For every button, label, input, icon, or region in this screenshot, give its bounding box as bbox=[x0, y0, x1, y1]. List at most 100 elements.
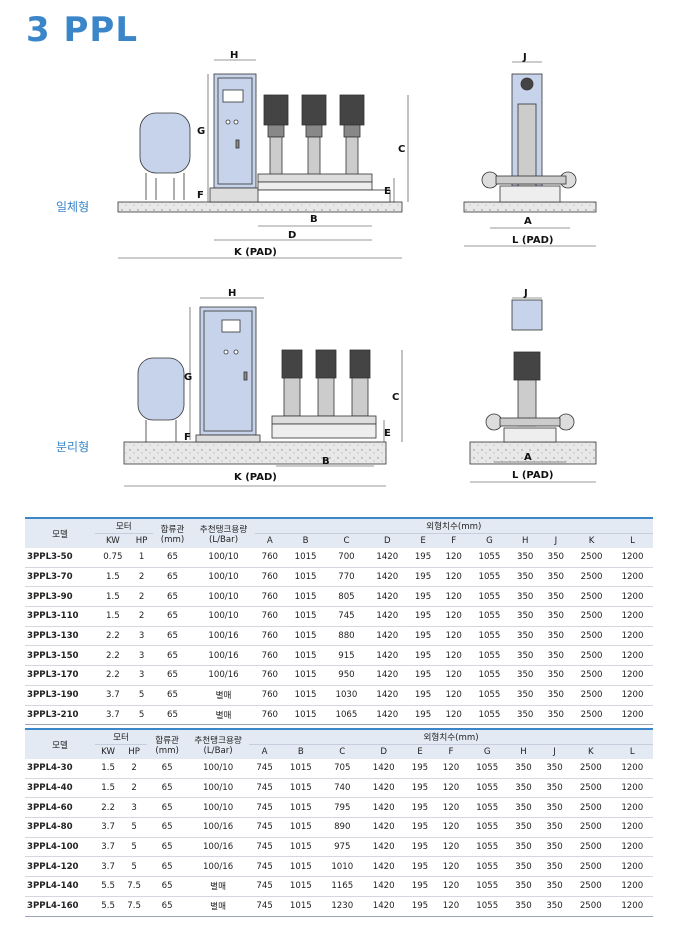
table-cell: 1 bbox=[130, 548, 153, 568]
table-cell: 1200 bbox=[611, 778, 653, 799]
dim-c-label: C bbox=[398, 144, 405, 155]
table-cell: 1200 bbox=[612, 685, 653, 706]
table-cell: 65 bbox=[147, 797, 188, 819]
table-cell: 195 bbox=[407, 548, 439, 568]
col-j: J bbox=[540, 533, 572, 548]
table-cell: 2500 bbox=[570, 759, 612, 779]
table-cell: 1015 bbox=[285, 626, 327, 647]
dim-j-label: J bbox=[522, 52, 527, 63]
table-cell: 1015 bbox=[280, 856, 322, 878]
table-cell: 2500 bbox=[571, 665, 613, 686]
table-cell: 1420 bbox=[362, 837, 405, 858]
col-pipe-2: 합류관(mm) bbox=[147, 729, 188, 759]
table-cell: 350 bbox=[507, 797, 540, 819]
table-cell: 350 bbox=[540, 548, 572, 568]
table-cell: 1055 bbox=[466, 797, 508, 819]
dim-l-label-2: L (PAD) bbox=[512, 470, 553, 481]
table-cell: 760 bbox=[254, 645, 286, 667]
table-cell: 3.7 bbox=[95, 705, 131, 726]
table-cell: 1420 bbox=[362, 817, 405, 838]
table-cell: 65 bbox=[147, 896, 188, 917]
table-cell: 1015 bbox=[280, 759, 322, 779]
table-cell: 3PPL4-80 bbox=[25, 817, 95, 838]
table-cell: 1420 bbox=[366, 606, 408, 627]
type-label-integrated: 일체형 bbox=[56, 200, 90, 214]
table-cell: 100/16 bbox=[187, 856, 250, 878]
table-cell: 1200 bbox=[612, 586, 653, 608]
dim-k-label: K (PAD) bbox=[234, 247, 277, 258]
col-d-2: D bbox=[362, 744, 405, 759]
table-cell: 350 bbox=[540, 685, 572, 706]
col-h-2: H bbox=[507, 744, 540, 759]
table-cell: 1.5 bbox=[95, 778, 122, 799]
table-cell: 2 bbox=[121, 778, 148, 799]
table-cell: 2 bbox=[130, 586, 153, 608]
table-cell: 350 bbox=[507, 759, 540, 779]
table-cell: 100/16 bbox=[192, 665, 255, 686]
table-cell: 975 bbox=[321, 837, 363, 858]
table-cell: 745 bbox=[249, 817, 281, 838]
table-cell: 350 bbox=[539, 876, 571, 897]
col-f: F bbox=[438, 533, 470, 548]
table-cell: 350 bbox=[539, 837, 571, 858]
table-cell: 1.5 bbox=[95, 567, 131, 588]
table-cell: 745 bbox=[249, 876, 281, 897]
table-cell: 1420 bbox=[362, 856, 405, 878]
table-cell: 350 bbox=[539, 797, 571, 819]
col-g-2: G bbox=[466, 744, 508, 759]
table-cell: 760 bbox=[254, 548, 286, 568]
table-cell: 350 bbox=[509, 567, 541, 588]
table-cell: 3PPL3-70 bbox=[25, 567, 95, 588]
dim-l-label: L (PAD) bbox=[512, 235, 553, 246]
table-cell: 65 bbox=[152, 606, 193, 627]
col-motor: 모터 bbox=[95, 518, 153, 534]
col-dim-2: 외형치수(mm) bbox=[249, 729, 653, 745]
table-cell: 3PPL3-210 bbox=[25, 705, 95, 726]
col-tank-2: 추천탱크용량(L/Bar) bbox=[187, 729, 250, 759]
table-cell: 2500 bbox=[570, 837, 612, 858]
table-cell: 3PPL4-100 bbox=[25, 837, 95, 858]
table-cell: 2 bbox=[121, 759, 148, 779]
dim-e-label: E bbox=[384, 186, 391, 197]
table-cell: 65 bbox=[152, 685, 193, 706]
table-cell: 195 bbox=[404, 837, 436, 858]
dim-e-label-2: E bbox=[384, 428, 391, 439]
table-cell: 1420 bbox=[366, 685, 408, 706]
dim-a-label-2: A bbox=[524, 452, 532, 463]
table-cell: 1015 bbox=[280, 876, 322, 897]
col-k: K bbox=[571, 533, 613, 548]
table-cell: 195 bbox=[407, 626, 439, 647]
table-cell: 1015 bbox=[280, 837, 322, 858]
col-hp: HP bbox=[130, 533, 153, 548]
table-cell: 770 bbox=[326, 567, 367, 588]
table-cell: 120 bbox=[438, 645, 470, 667]
table-cell: 100/10 bbox=[192, 586, 255, 608]
pressure-tank bbox=[139, 112, 191, 174]
table-cell: 3PPL3-90 bbox=[25, 586, 95, 608]
table-cell: 3PPL4-60 bbox=[25, 797, 95, 819]
col-b: B bbox=[285, 533, 327, 548]
dim-k-label-2: K (PAD) bbox=[234, 472, 277, 483]
table-cell: 350 bbox=[540, 705, 572, 726]
table-cell: 195 bbox=[404, 759, 436, 779]
table-cell: 1200 bbox=[612, 606, 653, 627]
table-cell: 350 bbox=[540, 645, 572, 667]
table-cell: 1015 bbox=[280, 896, 322, 917]
table-cell: 795 bbox=[321, 797, 363, 819]
table-cell: 1015 bbox=[285, 567, 327, 588]
table-cell: 2 bbox=[130, 567, 153, 588]
table-cell: 120 bbox=[435, 759, 467, 779]
table-cell: 2500 bbox=[570, 778, 612, 799]
table-cell: 65 bbox=[147, 876, 188, 897]
table-cell: 350 bbox=[509, 626, 541, 647]
col-e: E bbox=[407, 533, 439, 548]
table-cell: 100/16 bbox=[187, 837, 250, 858]
